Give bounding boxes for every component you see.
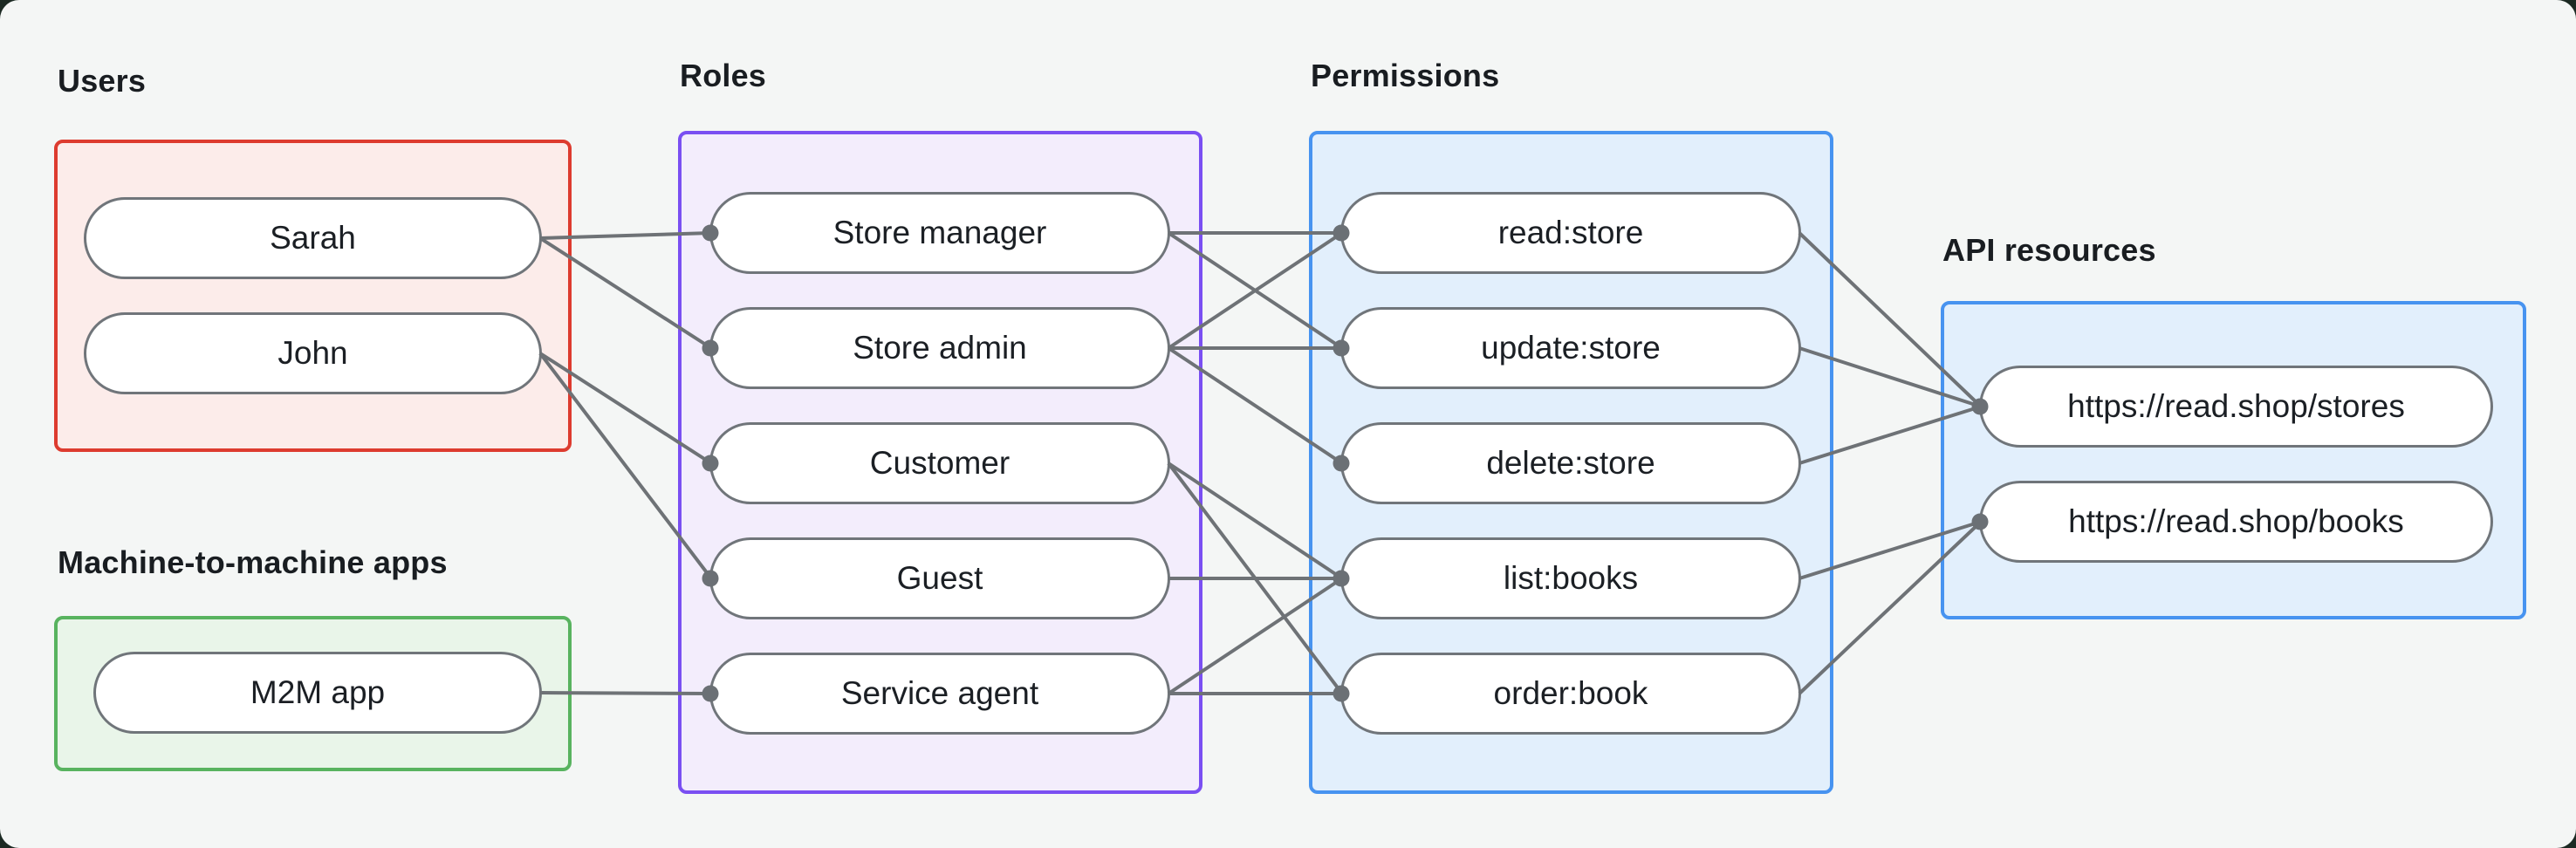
node-read-store: read:store: [1340, 192, 1801, 274]
node-guest: Guest: [709, 537, 1170, 619]
node-delete-store: delete:store: [1340, 422, 1801, 504]
node-sarah: Sarah: [84, 197, 542, 279]
group-label-users: Users: [58, 63, 147, 99]
node-update-store: update:store: [1340, 307, 1801, 389]
api-resources-group-box: [1941, 301, 2526, 619]
group-label-api-resources: API resources: [1942, 232, 2156, 268]
group-label-roles: Roles: [680, 58, 767, 93]
node-store-admin: Store admin: [709, 307, 1170, 389]
node-m2m-app: M2M app: [93, 652, 542, 734]
node-customer: Customer: [709, 422, 1170, 504]
group-label-permissions: Permissions: [1311, 58, 1500, 93]
node-order-book: order:book: [1340, 653, 1801, 735]
node-list-books: list:books: [1340, 537, 1801, 619]
node-john: John: [84, 312, 542, 394]
node-service-agent: Service agent: [709, 653, 1170, 735]
node-books-api: https://read.shop/books: [1979, 481, 2493, 563]
users-group-box: [54, 140, 572, 452]
node-store-manager: Store manager: [709, 192, 1170, 274]
node-stores-api: https://read.shop/stores: [1979, 366, 2493, 448]
group-label-m2m-apps: Machine-to-machine apps: [58, 544, 448, 580]
